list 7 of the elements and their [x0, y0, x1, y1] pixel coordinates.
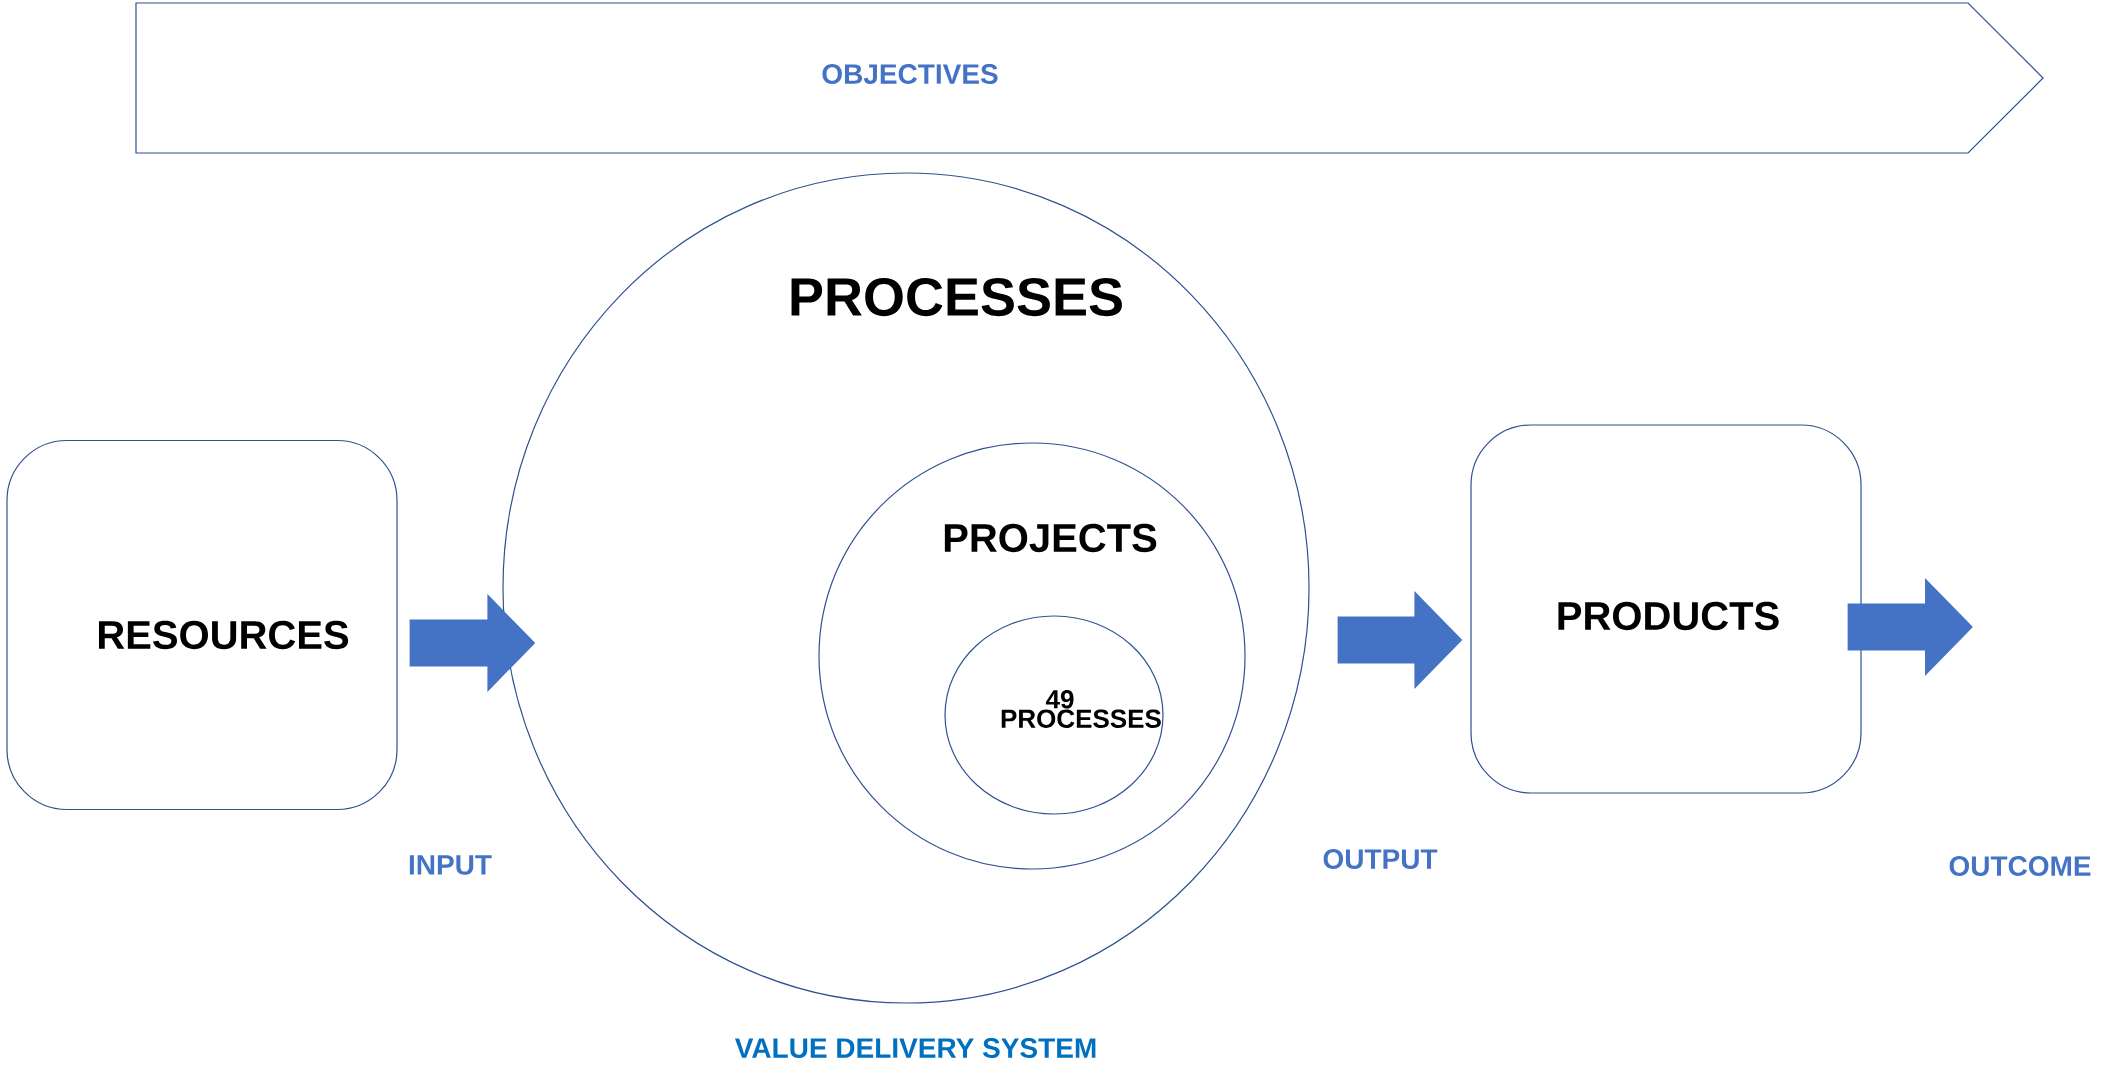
- flow-label: OUTCOME: [1949, 856, 2091, 876]
- rounded-box: PRODUCTS: [1470, 424, 1862, 794]
- rounded-box: RESOURCES: [6, 439, 398, 811]
- flow-label: OUTPUT: [1323, 849, 1438, 869]
- objectives-band: OBJECTIVES: [135, 2, 2044, 154]
- node-label: VALUE DELIVERY SYSTEM: [734, 1038, 1096, 1058]
- flow-label: INPUT: [409, 855, 492, 875]
